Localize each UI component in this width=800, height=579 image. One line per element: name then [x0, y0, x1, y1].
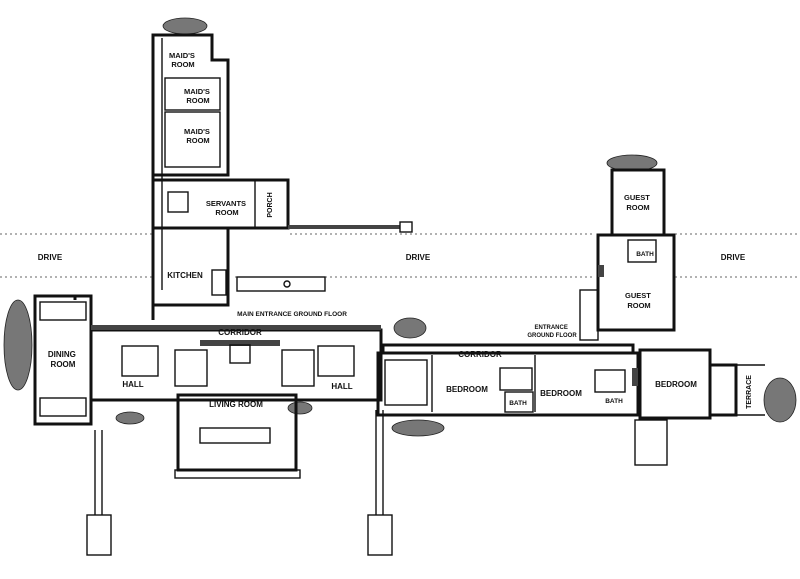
bedroom-wing — [376, 343, 640, 417]
drive-lines — [0, 233, 800, 278]
maids-room-1-label: MAID'S ROOM — [169, 51, 197, 69]
entrance-label: ENTRANCE GROUND FLOOR — [527, 325, 577, 339]
guest-room-2-label: GUEST ROOM — [625, 291, 653, 310]
guest-room-1-label: GUEST ROOM — [624, 193, 652, 212]
bedroom-2-label: BEDROOM — [540, 389, 582, 398]
corridor-right-label: CORRIDOR — [458, 350, 502, 359]
bath-guest-label: BATH — [636, 251, 654, 258]
garden-walkways — [86, 410, 393, 556]
terrace-label: TERRACE — [746, 375, 753, 409]
bath-2-label: BATH — [605, 398, 623, 405]
bath-1-label: BATH — [509, 400, 527, 407]
drive-label-center: DRIVE — [406, 253, 431, 262]
hall-left-label: HALL — [122, 380, 143, 389]
bedroom-3-label: BEDROOM — [655, 380, 697, 389]
maids-room-2-label: MAID'S ROOM — [184, 87, 212, 105]
guest-wing — [579, 168, 676, 341]
service-wing — [151, 33, 413, 320]
drive-label-left: DRIVE — [38, 253, 63, 262]
hall-right-label: HALL — [331, 382, 352, 391]
bedroom-1-label: BEDROOM — [446, 385, 488, 394]
drive-label-right: DRIVE — [721, 253, 746, 262]
porch-label: PORCH — [267, 192, 274, 217]
maids-room-3-label: MAID'S ROOM — [184, 127, 212, 145]
main-entrance-label: MAIN ENTRANCE GROUND FLOOR — [237, 311, 347, 318]
landscape-plantings — [3, 17, 797, 437]
corridor-left-label: CORRIDOR — [218, 328, 262, 337]
living-room-label: LIVING ROOM — [209, 400, 263, 409]
servants-room-label: SERVANTS ROOM — [206, 199, 248, 217]
master-suite — [634, 348, 765, 466]
main-living-block — [33, 294, 383, 479]
room-labels: DRIVE DRIVE DRIVE MAID'S ROOM MAID'S ROO… — [38, 51, 753, 409]
kitchen-label: KITCHEN — [167, 271, 203, 280]
dining-room-label: DINING ROOM — [48, 350, 78, 369]
